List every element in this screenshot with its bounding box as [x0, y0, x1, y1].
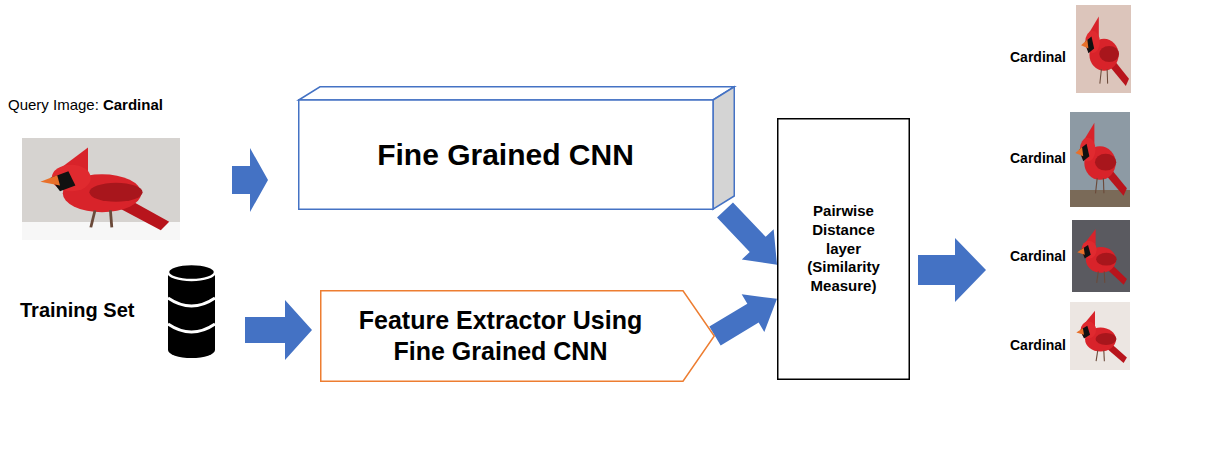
result-photo — [1070, 302, 1130, 370]
pentagon-outline — [321, 291, 715, 382]
class-label: Cardinal — [1010, 150, 1066, 167]
flow-arrow — [245, 300, 312, 360]
result-photo — [1076, 5, 1131, 93]
class-label: Cardinal — [1010, 248, 1066, 265]
feature-extractor: Feature Extractor Using Fine Grained CNN — [320, 290, 715, 382]
database-icon — [168, 264, 215, 358]
block-arrow — [709, 294, 777, 345]
block-arrow — [717, 202, 777, 264]
query-photo — [22, 138, 180, 240]
caption-label: Query Image: — [8, 96, 99, 114]
flow-arrow — [232, 148, 268, 212]
source-label: Training Set — [20, 298, 134, 322]
result-photo — [1070, 112, 1130, 207]
flow-arrow — [918, 238, 986, 302]
class-label: Cardinal — [1010, 337, 1066, 354]
cube-side — [713, 87, 734, 210]
class-label: Cardinal — [1010, 49, 1066, 66]
cube-front — [299, 100, 713, 209]
distance-layer: Pairwise Distance layer (Similarity Meas… — [777, 118, 910, 380]
cnn-block: Fine Grained CNN — [298, 86, 735, 210]
node-outline — [320, 290, 715, 382]
cube-top — [299, 87, 735, 100]
class-label: Cardinal — [103, 96, 163, 114]
node-text: Pairwise Distance layer (Similarity Meas… — [801, 202, 886, 296]
node-text: Fine Grained CNN — [377, 136, 634, 174]
result-photo — [1072, 220, 1130, 292]
node-text: Feature Extractor Using Fine Grained CNN — [351, 305, 651, 368]
box-outline — [778, 119, 910, 380]
